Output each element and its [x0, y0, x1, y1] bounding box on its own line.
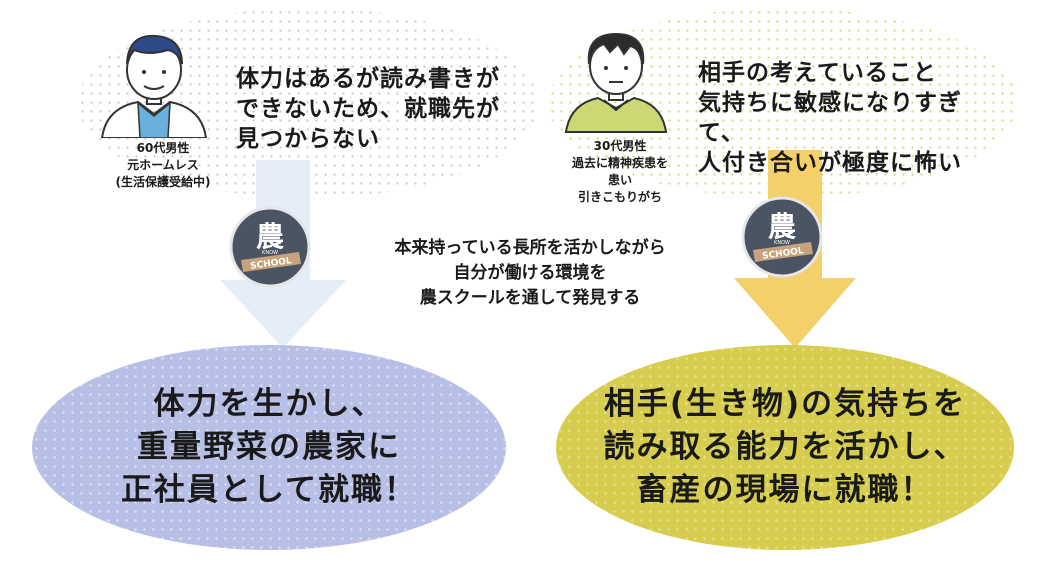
speech-line: 見つからない — [236, 126, 380, 152]
speech-line: 気持ちに敏感になりすぎ — [698, 90, 962, 116]
left-speech-text: 体力はあるが読み書きが できないため、就職先が 見つからない — [236, 64, 526, 154]
caption-line: 元ホームレス — [127, 158, 199, 172]
logo-know: KNOW — [262, 250, 278, 256]
caption-line: 60代男性 — [136, 141, 190, 155]
result-line: 正社員として就職！ — [120, 472, 418, 508]
result-line: 体力を生かし、 — [153, 386, 385, 422]
right-speech-text: 相手の考えていること 気持ちに敏感になりすぎ て、 人付き合いが極度に怖い — [698, 58, 998, 178]
center-message-line: 農スクールを通して発見する — [419, 288, 641, 308]
result-line: 畜産の現場に就職！ — [636, 472, 934, 508]
caption-line: 患い — [607, 173, 632, 187]
caption-line: (生活保護受給中) — [115, 175, 211, 189]
left-nou-school-logo: 農 KNOW SCHOOL — [229, 206, 311, 292]
left-result-text: 体力を生かし、 重量野菜の農家に 正社員として就職！ — [121, 383, 417, 512]
result-line: 相手(生き物)の気持ちを — [603, 386, 967, 422]
speech-line: 人付き合いが極度に怖い — [698, 150, 962, 176]
logo-know: KNOW — [774, 240, 790, 246]
speech-line: て、 — [698, 120, 745, 146]
right-result-ellipse: 相手(生き物)の気持ちを 読み取る能力を活かし、 畜産の現場に就職！ — [556, 345, 1014, 550]
right-nou-school-logo: 農 KNOW SCHOOL — [741, 196, 823, 282]
nou-school-logo-icon: 農 KNOW SCHOOL — [229, 206, 311, 288]
result-line: 重量野菜の農家に — [136, 429, 401, 465]
older-man-icon — [100, 34, 208, 138]
right-result-text: 相手(生き物)の気持ちを 読み取る能力を活かし、 畜産の現場に就職！ — [604, 383, 967, 512]
center-message-line: 自分が働ける環境を — [453, 263, 607, 283]
result-line: 読み取る能力を活かし、 — [603, 429, 967, 465]
speech-line: できないため、就職先が — [236, 96, 500, 122]
speech-line: 相手の考えていること — [698, 60, 937, 86]
logo-kanji: 農 — [768, 210, 796, 243]
young-man-icon — [564, 32, 668, 133]
left-result-ellipse: 体力を生かし、 重量野菜の農家に 正社員として就職！ — [32, 345, 506, 550]
speech-line: 体力はあるが読み書きが — [236, 66, 500, 92]
nou-school-logo-icon: 農 KNOW SCHOOL — [741, 196, 823, 278]
center-message-line: 本来持っている長所を活かしながら — [394, 238, 666, 258]
left-person-caption: 60代男性 元ホームレス (生活保護受給中) — [88, 140, 238, 191]
caption-line: 引きこもりがち — [577, 190, 662, 204]
right-person-caption: 30代男性 過去に精神疾患を 患い 引きこもりがち — [560, 138, 680, 206]
center-message: 本来持っている長所を活かしながら 自分が働ける環境を 農スクールを通して発見する — [330, 236, 730, 311]
logo-kanji: 農 — [256, 220, 284, 253]
caption-line: 30代男性 — [593, 139, 647, 153]
caption-line: 過去に精神疾患を — [571, 156, 668, 170]
